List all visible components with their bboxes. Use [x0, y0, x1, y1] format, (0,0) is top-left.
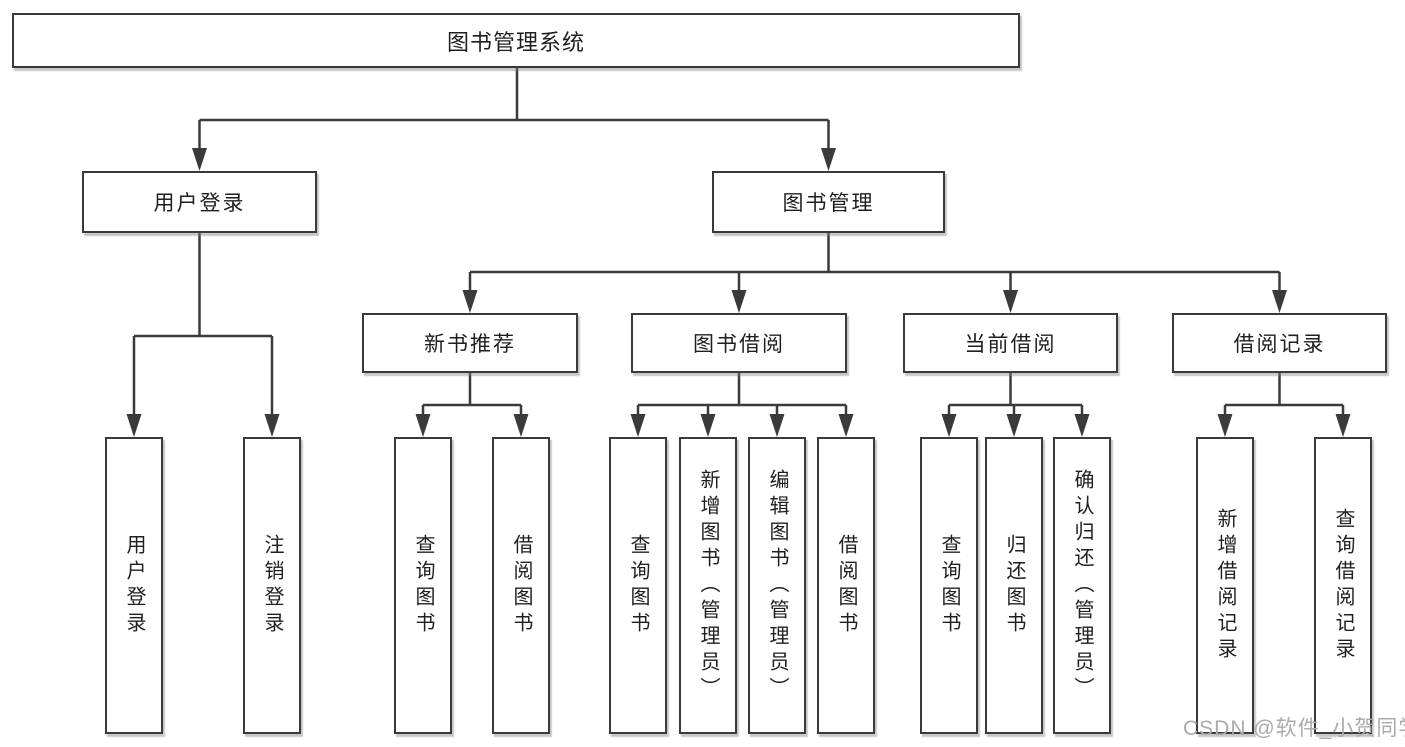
leaf-borrow-edit-admin: 编辑图书（管理员） [748, 437, 806, 734]
leaf-borrow-query-label: 查询图书 [627, 533, 649, 638]
leaf-current-confirm-admin: 确认归还（管理员） [1053, 437, 1111, 734]
connector-newbook-to-leaves [415, 373, 529, 437]
leaf-user-login-label: 用户登录 [123, 533, 145, 638]
leaf-user-login: 用户登录 [105, 437, 163, 734]
leaf-record-query: 查询借阅记录 [1314, 437, 1372, 734]
csdn-watermark: CSDN @软件_小贺同学 [1183, 717, 1405, 740]
node-current-borrow-label: 当前借阅 [964, 333, 1057, 356]
node-user-login: 用户登录 [82, 171, 317, 233]
leaf-borrow-add-admin-label: 新增图书（管理员） [697, 468, 719, 703]
node-book-borrow: 图书借阅 [631, 313, 847, 373]
leaf-borrow-edit-admin-label: 编辑图书（管理员） [766, 468, 788, 703]
connector-current-to-leaves [941, 373, 1090, 437]
connector-record-to-leaves [1217, 373, 1351, 437]
node-root-label: 图书管理系统 [446, 29, 585, 55]
node-new-book-recommend-label: 新书推荐 [424, 333, 516, 356]
node-root: 图书管理系统 [12, 13, 1020, 68]
node-book-borrow-label: 图书借阅 [693, 333, 785, 356]
node-user-login-label: 用户登录 [153, 192, 246, 215]
leaf-logout-label: 注销登录 [261, 533, 283, 638]
leaf-record-add-label: 新增借阅记录 [1214, 507, 1236, 664]
node-borrow-record: 借阅记录 [1172, 313, 1387, 373]
leaf-borrow-book-label: 借阅图书 [835, 533, 857, 638]
connector-login-to-leaves [126, 233, 280, 437]
leaf-current-confirm-admin-label: 确认归还（管理员） [1071, 468, 1093, 703]
node-borrow-record-label: 借阅记录 [1233, 333, 1326, 356]
leaf-current-return-label: 归还图书 [1003, 533, 1025, 638]
leaf-current-query-label: 查询图书 [938, 533, 960, 638]
leaf-current-query: 查询图书 [920, 437, 978, 734]
connector-root-to-level1 [192, 68, 836, 171]
leaf-borrow-query: 查询图书 [609, 437, 667, 734]
leaf-record-add: 新增借阅记录 [1196, 437, 1254, 734]
leaf-borrow-book: 借阅图书 [817, 437, 875, 734]
leaf-current-return: 归还图书 [985, 437, 1043, 734]
connector-mgmt-to-level2 [462, 233, 1287, 313]
node-book-mgmt-label: 图书管理 [782, 192, 875, 215]
leaf-borrow-add-admin: 新增图书（管理员） [679, 437, 737, 734]
leaf-newbook-query-label: 查询图书 [412, 533, 434, 638]
connector-borrow-to-leaves [630, 373, 854, 437]
leaf-newbook-query: 查询图书 [394, 437, 452, 734]
leaf-record-query-label: 查询借阅记录 [1332, 507, 1354, 664]
node-new-book-recommend: 新书推荐 [362, 313, 578, 373]
leaf-newbook-borrow: 借阅图书 [492, 437, 550, 734]
leaf-newbook-borrow-label: 借阅图书 [510, 533, 532, 638]
node-book-mgmt: 图书管理 [712, 171, 945, 233]
node-current-borrow: 当前借阅 [903, 313, 1118, 373]
leaf-logout: 注销登录 [243, 437, 301, 734]
